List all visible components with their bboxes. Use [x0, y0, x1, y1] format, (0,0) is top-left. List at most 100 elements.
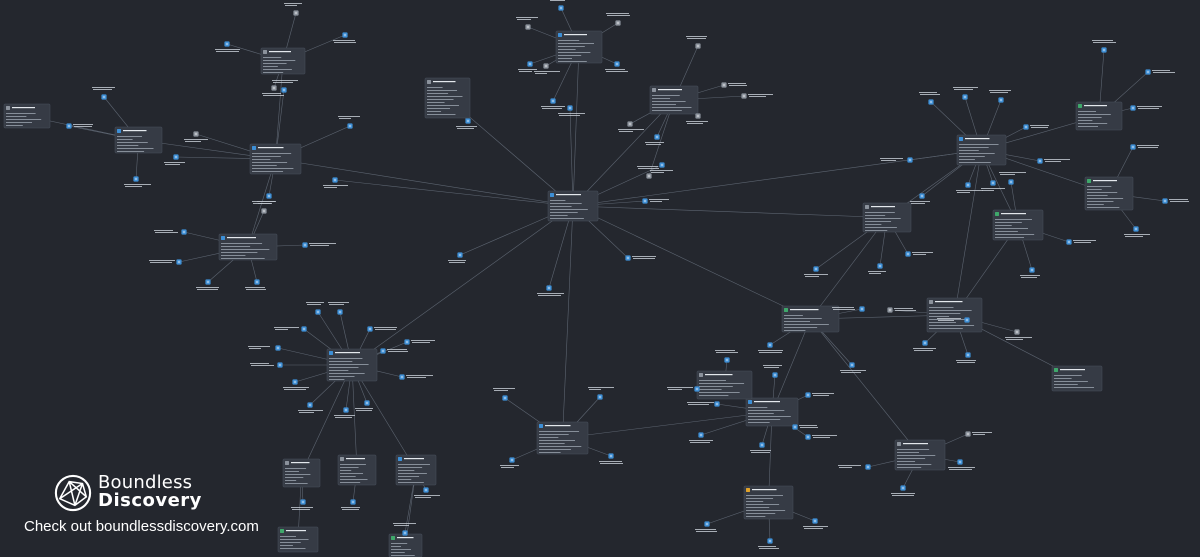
- satellite-node[interactable]: [341, 499, 360, 510]
- hub-node[interactable]: [926, 297, 983, 333]
- hub-node[interactable]: [862, 202, 912, 233]
- satellite-node[interactable]: [840, 362, 866, 373]
- brand-watermark[interactable]: Boundless Discovery Check out boundlessd…: [24, 470, 259, 540]
- hub-node[interactable]: [114, 126, 163, 154]
- satellite-node[interactable]: [650, 162, 673, 173]
- satellite-node[interactable]: [355, 400, 373, 411]
- satellite-node[interactable]: [333, 32, 356, 43]
- satellite-node[interactable]: [534, 63, 560, 74]
- satellite-node[interactable]: [953, 87, 978, 100]
- satellite-node[interactable]: [367, 326, 397, 332]
- satellite-node[interactable]: [184, 131, 208, 142]
- satellite-node[interactable]: [262, 85, 284, 96]
- hub-node[interactable]: [388, 533, 423, 557]
- hub-node[interactable]: [424, 77, 471, 119]
- satellite-node[interactable]: [805, 434, 837, 440]
- satellite-node[interactable]: [763, 365, 782, 378]
- satellite-node[interactable]: [891, 485, 915, 496]
- satellite-node[interactable]: [549, 0, 574, 11]
- satellite-node[interactable]: [1066, 239, 1096, 245]
- satellite-node[interactable]: [599, 453, 623, 464]
- satellite-node[interactable]: [272, 80, 298, 93]
- satellite-node[interactable]: [919, 92, 940, 105]
- hub-node[interactable]: [555, 30, 603, 64]
- satellite-node[interactable]: [989, 90, 1011, 103]
- hub-node[interactable]: [249, 143, 302, 175]
- hub-node[interactable]: [337, 454, 377, 486]
- satellite-node[interactable]: [1092, 40, 1116, 53]
- satellite-node[interactable]: [250, 362, 283, 368]
- hub-node[interactable]: [547, 190, 599, 222]
- satellite-node[interactable]: [965, 431, 992, 437]
- satellite-node[interactable]: [804, 266, 828, 277]
- satellite-node[interactable]: [588, 387, 614, 400]
- satellite-node[interactable]: [284, 3, 302, 16]
- satellite-node[interactable]: [1005, 329, 1032, 340]
- satellite-node[interactable]: [758, 538, 779, 549]
- hub-node[interactable]: [1075, 101, 1123, 131]
- satellite-node[interactable]: [905, 251, 933, 257]
- satellite-node[interactable]: [196, 279, 219, 290]
- satellite-node[interactable]: [686, 36, 707, 49]
- satellite-node[interactable]: [399, 374, 433, 380]
- satellite-node[interactable]: [558, 105, 585, 116]
- satellite-node[interactable]: [328, 302, 349, 315]
- satellite-node[interactable]: [541, 98, 565, 109]
- satellite-node[interactable]: [625, 255, 656, 261]
- satellite-node[interactable]: [298, 402, 323, 413]
- satellite-node[interactable]: [414, 487, 440, 498]
- satellite-node[interactable]: [913, 340, 936, 351]
- satellite-node[interactable]: [500, 457, 519, 468]
- satellite-node[interactable]: [215, 41, 240, 52]
- satellite-node[interactable]: [715, 350, 738, 363]
- satellite-node[interactable]: [66, 123, 93, 129]
- satellite-node[interactable]: [605, 61, 628, 72]
- hub-node[interactable]: [536, 421, 589, 455]
- satellite-node[interactable]: [948, 459, 975, 470]
- satellite-node[interactable]: [448, 252, 466, 263]
- satellite-node[interactable]: [1020, 267, 1040, 278]
- satellite-node[interactable]: [686, 113, 708, 124]
- satellite-node[interactable]: [518, 61, 537, 72]
- satellite-node[interactable]: [516, 17, 538, 30]
- satellite-node[interactable]: [637, 166, 659, 179]
- satellite-node[interactable]: [956, 352, 976, 363]
- satellite-node[interactable]: [456, 118, 477, 129]
- satellite-node[interactable]: [154, 229, 187, 235]
- satellite-node[interactable]: [1162, 198, 1189, 204]
- satellite-node[interactable]: [956, 182, 983, 193]
- satellite-node[interactable]: [338, 116, 360, 129]
- satellite-node[interactable]: [805, 392, 834, 398]
- satellite-node[interactable]: [493, 388, 515, 401]
- hub-node[interactable]: [894, 439, 946, 471]
- satellite-node[interactable]: [306, 302, 324, 315]
- satellite-node[interactable]: [689, 432, 713, 443]
- satellite-node[interactable]: [245, 279, 266, 290]
- satellite-node[interactable]: [937, 317, 970, 323]
- satellite-node[interactable]: [1130, 144, 1159, 150]
- satellite-node[interactable]: [1145, 69, 1175, 75]
- hub-node[interactable]: [745, 397, 799, 427]
- hub-node[interactable]: [1051, 365, 1103, 392]
- satellite-node[interactable]: [283, 379, 309, 390]
- satellite-node[interactable]: [1023, 124, 1049, 130]
- hub-node[interactable]: [3, 103, 51, 129]
- satellite-node[interactable]: [792, 424, 818, 430]
- hub-node[interactable]: [277, 526, 319, 553]
- hub-node[interactable]: [956, 134, 1007, 166]
- hub-node[interactable]: [1084, 176, 1134, 211]
- satellite-node[interactable]: [404, 339, 435, 345]
- satellite-node[interactable]: [687, 401, 720, 407]
- satellite-node[interactable]: [667, 386, 700, 392]
- satellite-node[interactable]: [741, 93, 773, 99]
- satellite-node[interactable]: [999, 172, 1026, 185]
- satellite-node[interactable]: [880, 157, 913, 163]
- satellite-node[interactable]: [248, 345, 281, 351]
- satellite-node[interactable]: [981, 180, 1005, 191]
- satellite-node[interactable]: [645, 134, 664, 145]
- satellite-node[interactable]: [803, 518, 828, 529]
- satellite-node[interactable]: [302, 242, 336, 248]
- satellite-node[interactable]: [1037, 158, 1070, 164]
- satellite-node[interactable]: [838, 464, 871, 470]
